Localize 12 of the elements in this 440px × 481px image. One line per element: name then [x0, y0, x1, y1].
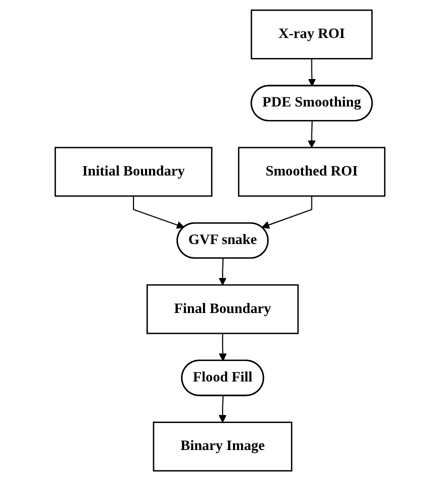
- node-box: X-ray ROI: [250, 10, 373, 60]
- node-box: Initial Boundary: [54, 146, 212, 197]
- arrow: [132, 196, 184, 229]
- arrow: [262, 196, 312, 229]
- arrow: [218, 258, 227, 286]
- arrow: [218, 396, 227, 423]
- node-box: Final Boundary: [146, 284, 299, 334]
- node-box: Binary Image: [152, 422, 292, 472]
- arrow: [218, 333, 227, 362]
- node-box: Smoothed ROI: [238, 146, 386, 197]
- arrow: [308, 121, 316, 148]
- arrow: [308, 58, 316, 86]
